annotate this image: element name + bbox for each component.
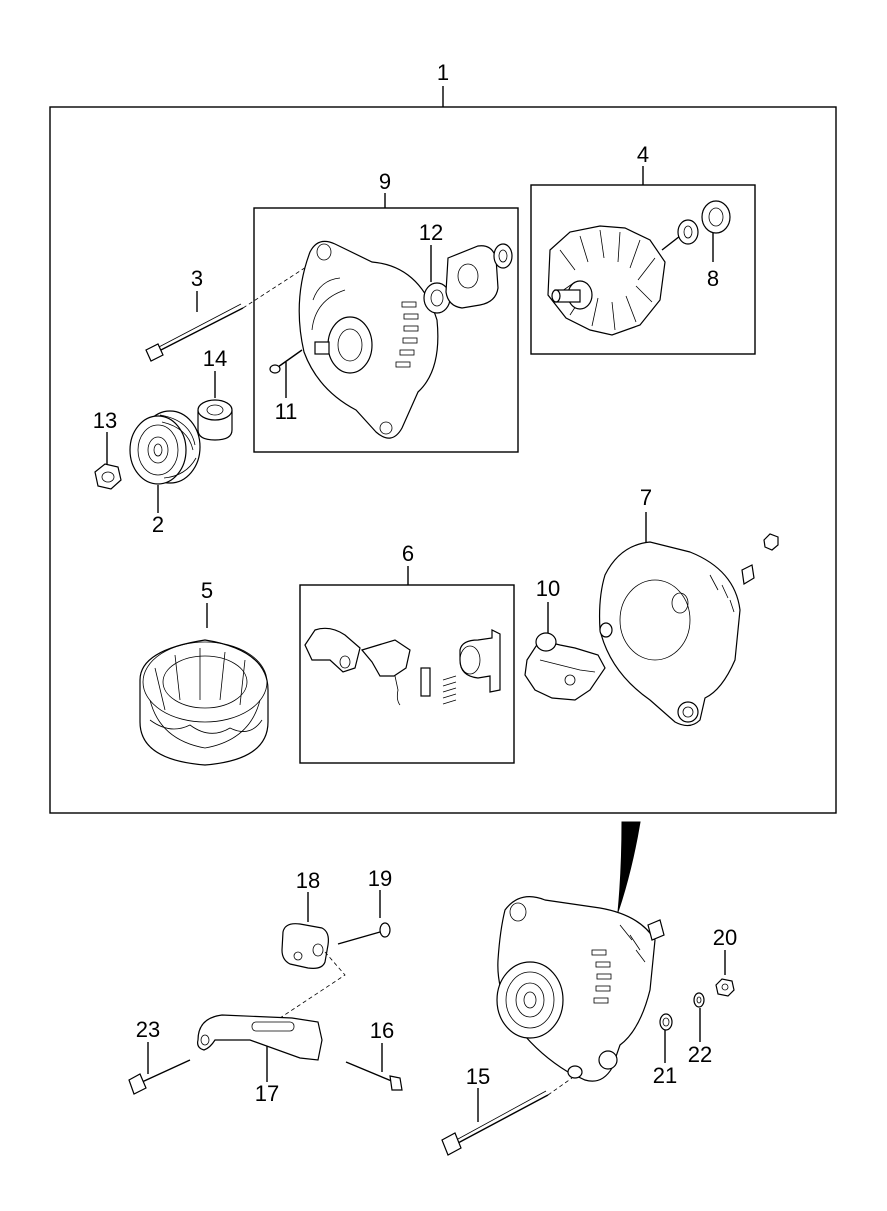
bolt-part-19 (337, 922, 391, 945)
callout-5: 5 (201, 578, 213, 603)
bolt-part-23 (128, 1059, 191, 1095)
rotor-part-4 (547, 200, 731, 336)
bearing-retainer-part-12 (423, 243, 513, 314)
rear-housing-part-7 (598, 533, 779, 727)
callout-22: 22 (688, 1042, 712, 1067)
nut-part-13 (94, 463, 122, 490)
bushing-part-18 (279, 923, 346, 1019)
front-housing-frame (253, 207, 519, 453)
nut-part-20 (715, 978, 735, 997)
spacer-part-14 (197, 399, 233, 441)
callout-labels: 1 2 3 4 5 6 7 8 9 10 11 12 13 14 15 16 1… (93, 60, 737, 1106)
callout-9: 9 (379, 169, 391, 194)
bolt-part-16 (345, 1061, 403, 1091)
screw-part-11 (269, 349, 303, 374)
callout-10: 10 (536, 576, 560, 601)
pulley-part-2 (129, 410, 201, 485)
callout-17: 17 (255, 1081, 279, 1106)
callout-19: 19 (368, 866, 392, 891)
bracket-part-17 (197, 1014, 323, 1061)
callout-11: 11 (275, 399, 298, 424)
callout-20: 20 (713, 925, 737, 950)
brush-holder-part-6 (304, 627, 501, 706)
callout-23: 23 (136, 1017, 160, 1042)
callout-21: 21 (653, 1063, 677, 1088)
washer-part-22 (693, 992, 705, 1008)
callout-12: 12 (419, 220, 443, 245)
assembled-alternator (496, 896, 665, 1082)
callout-7: 7 (640, 485, 652, 510)
callout-18: 18 (296, 868, 320, 893)
housing-vents (395, 301, 419, 368)
front-housing-part-9 (298, 240, 439, 439)
washer-part-21 (659, 1013, 673, 1031)
callout-15: 15 (466, 1064, 490, 1089)
callout-1: 1 (437, 60, 449, 85)
callout-4: 4 (637, 142, 649, 167)
callout-2: 2 (152, 512, 164, 537)
alternator-vents (591, 949, 612, 1004)
bolt-part-15 (441, 1077, 573, 1156)
callout-6: 6 (402, 541, 414, 566)
leader-lines (106, 86, 726, 1122)
callout-14: 14 (203, 346, 227, 371)
rectifier-part-10 (524, 632, 606, 701)
callout-16: 16 (370, 1018, 394, 1043)
assembly-pointer-arrow (617, 821, 641, 913)
callout-13: 13 (93, 408, 117, 433)
callout-8: 8 (707, 266, 719, 291)
stator-part-5 (139, 639, 269, 766)
callout-3: 3 (191, 266, 203, 291)
brush-holder-frame (299, 584, 515, 764)
through-bolt-part-3 (145, 257, 321, 362)
